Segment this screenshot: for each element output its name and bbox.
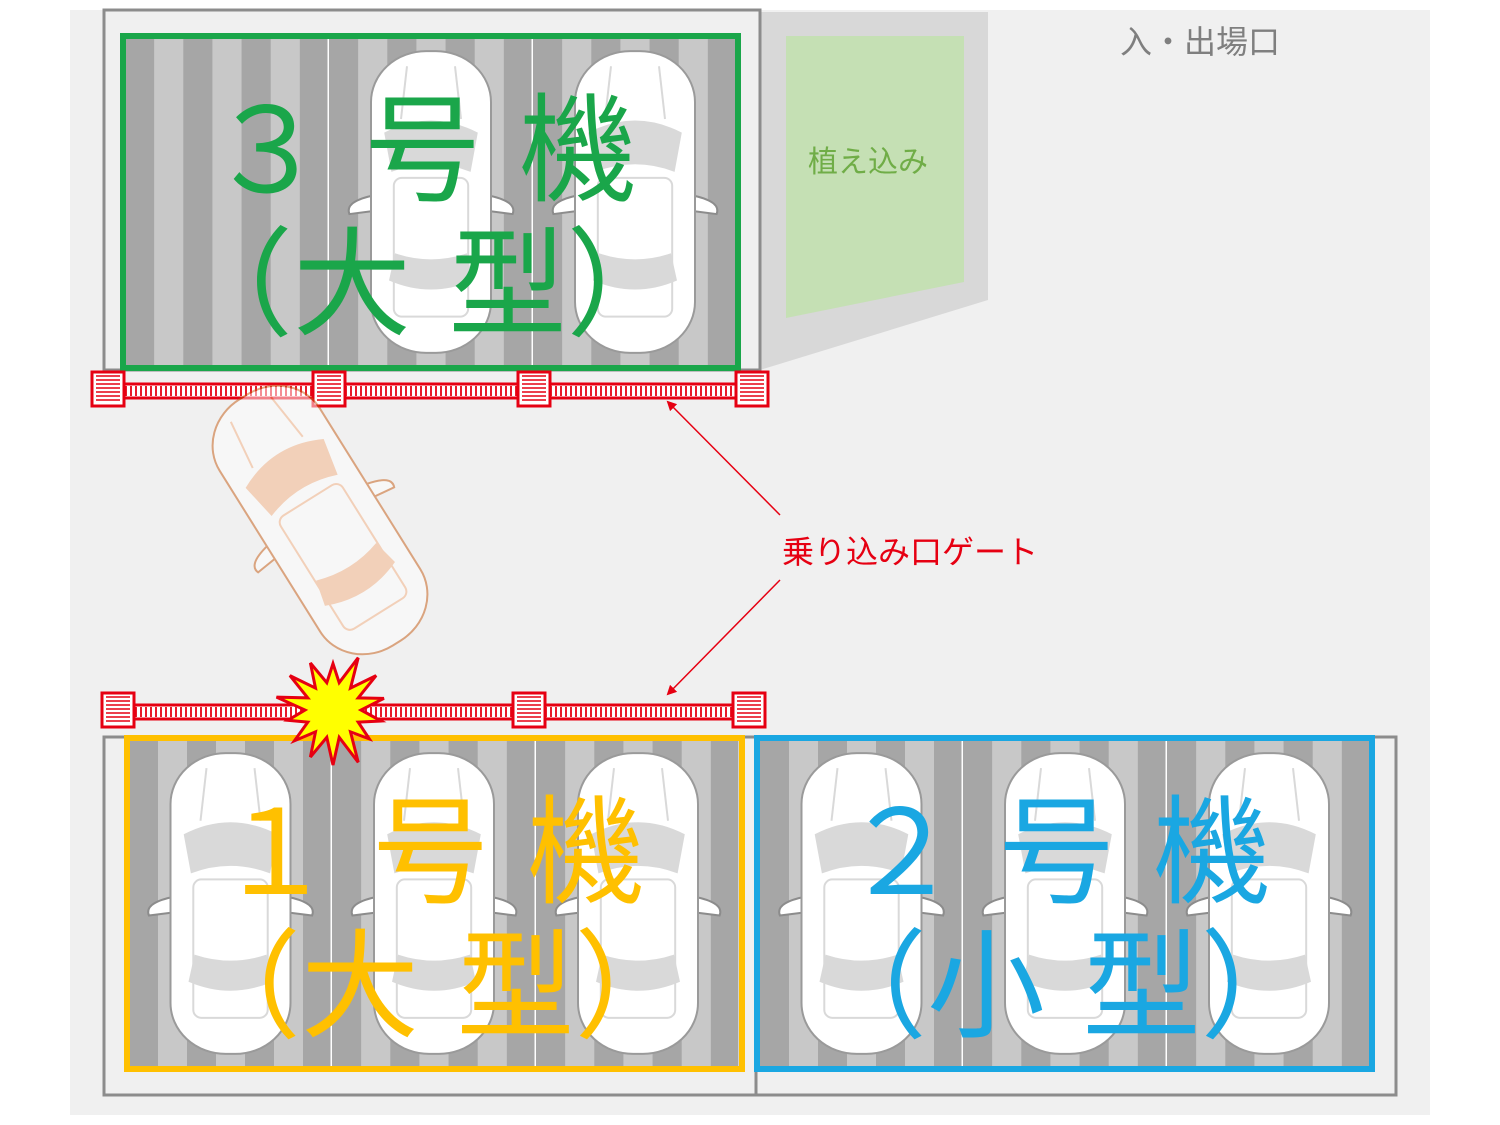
unit3-pallet <box>329 38 535 366</box>
unit1-title: １ 号 機 <box>216 784 646 922</box>
unit3-pallet <box>533 38 739 366</box>
unit1-pallet <box>129 740 334 1067</box>
gate-post <box>100 691 136 729</box>
car-top-view-icon <box>778 752 945 1055</box>
car-top-view-icon <box>554 752 722 1055</box>
unit2-pallet <box>760 740 965 1067</box>
gate-post <box>90 370 126 408</box>
car-top-view-icon <box>981 752 1149 1055</box>
unit2-pallet <box>1167 740 1373 1067</box>
unit2 <box>754 735 1398 1097</box>
unit1-pallet <box>332 740 538 1067</box>
unit3-title: ３ 号 機 <box>208 82 638 220</box>
car-top-view-icon <box>147 752 314 1055</box>
unit2-outline <box>754 735 1375 1072</box>
gate-post <box>311 370 347 408</box>
unit1-outline <box>124 735 745 1072</box>
gate-post <box>731 691 767 729</box>
unit1-type: （大 型） <box>183 918 693 1056</box>
car-top-view-icon <box>347 50 515 354</box>
car-top-view-icon <box>211 384 429 656</box>
gate-post <box>516 370 552 408</box>
unit2-title: ２ 号 機 <box>842 784 1272 922</box>
lower-gate <box>100 691 767 729</box>
gate-post <box>734 370 770 408</box>
gate-post <box>511 691 547 729</box>
arrow-to-lower-gate <box>666 579 781 696</box>
planting-label: 植え込み <box>808 145 928 180</box>
unit3-type: （大 型） <box>175 216 685 354</box>
unit3-outline <box>120 33 741 371</box>
car-top-view-icon <box>1185 752 1353 1055</box>
planting-area <box>786 36 964 318</box>
unit2-type: （小 型） <box>809 918 1319 1056</box>
unit3 <box>102 8 762 372</box>
arrow-to-upper-gate <box>666 400 781 516</box>
car-top-view-icon <box>350 752 518 1055</box>
collision-burst-icon <box>275 656 387 766</box>
moving-car-icon <box>211 384 429 656</box>
entrance-label: 入・出場口 <box>1120 23 1281 61</box>
unit2-pallet <box>963 740 1169 1067</box>
car-top-view-icon <box>551 50 719 354</box>
unit3-pallet <box>125 38 331 366</box>
gate-label: 乗り込み口ゲート <box>782 533 1039 571</box>
